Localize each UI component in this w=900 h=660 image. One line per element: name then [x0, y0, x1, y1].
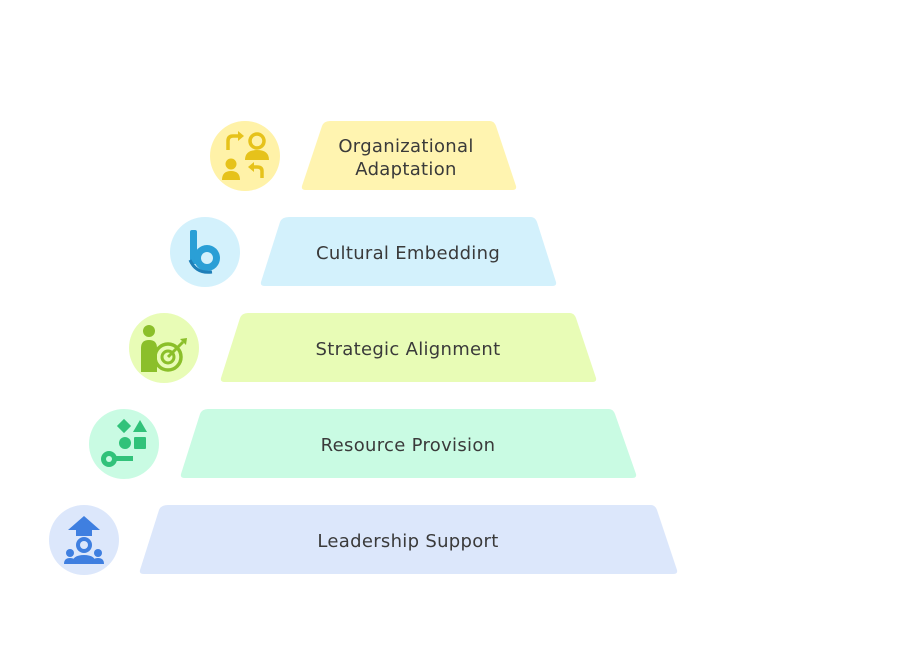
- level-label-line: Resource Provision: [321, 435, 496, 456]
- pyramid-band-leadership-support: [139, 505, 678, 574]
- level-label-line: Cultural Embedding: [316, 243, 500, 264]
- pyramid-level-cultural-embedding: Cultural Embedding: [170, 217, 557, 287]
- level-label-line: Strategic Alignment: [315, 339, 500, 360]
- change-people-icon: [210, 121, 280, 191]
- level-label-line: Leadership Support: [317, 531, 498, 552]
- pyramid-level-organizational-adaptation: Organizational Adaptation: [210, 121, 517, 191]
- pyramid-level-strategic-alignment: Strategic Alignment: [129, 313, 597, 383]
- pyramid-band-strategic-alignment: [220, 313, 597, 382]
- leader-support-icon: [49, 505, 119, 575]
- resources-shapes-icon: [89, 409, 159, 479]
- pyramid-band-organizational-adaptation: [301, 121, 517, 190]
- level-label-line: Adaptation: [355, 159, 456, 180]
- culture-b-icon: [170, 217, 240, 287]
- pyramid-level-resource-provision: Resource Provision: [89, 409, 637, 479]
- pyramid-band-resource-provision: [180, 409, 637, 478]
- level-label-line: Organizational: [338, 136, 473, 157]
- pyramid-level-leadership-support: Leadership Support: [49, 505, 678, 575]
- target-person-icon: [129, 313, 199, 383]
- pyramid-band-cultural-embedding: [260, 217, 557, 286]
